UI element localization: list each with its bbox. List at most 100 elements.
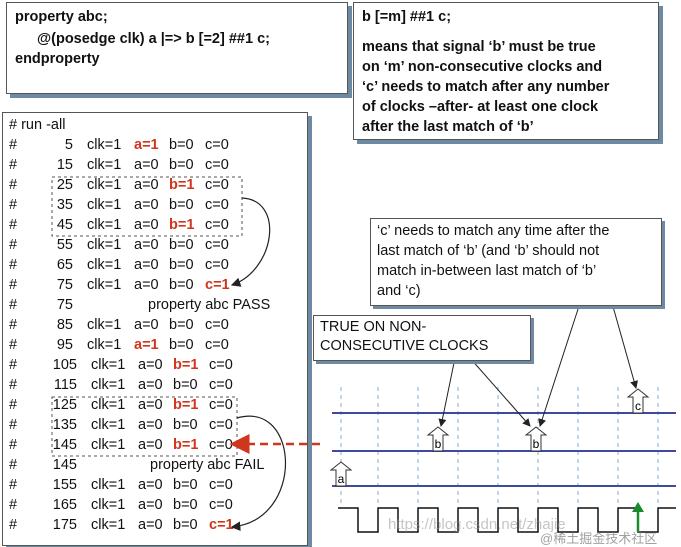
explanation-line-5: after the last match of ‘b’ [362, 119, 534, 135]
log-c: c=0 [205, 157, 229, 173]
log-a: a=1 [134, 137, 159, 153]
log-c: c=0 [209, 417, 233, 433]
pointer-true-b1 [438, 357, 456, 427]
log-time: 55 [56, 237, 73, 253]
log-b: b=0 [169, 257, 194, 273]
log-b: b=0 [169, 277, 194, 293]
log-time: 95 [56, 337, 73, 353]
log-hash: # [9, 357, 18, 373]
log-clk: clk=1 [87, 157, 122, 173]
log-hash: # [9, 237, 18, 253]
log-b: b=0 [169, 197, 194, 213]
note-true-line-2: CONSECUTIVE CLOCKS [320, 338, 489, 354]
curve-arrow-fail [230, 415, 286, 531]
log-b: b=0 [169, 137, 194, 153]
log-b: b=0 [169, 157, 194, 173]
log-hash: # [9, 197, 18, 213]
log-hash: # [9, 217, 18, 233]
log-time: 75 [56, 297, 73, 313]
log-a: a=0 [134, 257, 159, 273]
marker-a-label: a [338, 472, 345, 486]
log-b: b=1 [173, 357, 199, 373]
explanation-line-4: of clocks –after- at least one clock [362, 99, 599, 115]
log-hash: # [9, 437, 18, 453]
log-c: c=1 [205, 277, 230, 293]
log-message: property abc FAIL [150, 457, 265, 473]
marker-b2 [524, 426, 548, 452]
log-c: c=0 [209, 357, 233, 373]
log-time: 145 [52, 457, 77, 473]
group-box-pass [51, 176, 243, 237]
note-true-line-1: TRUE ON NON- [320, 319, 427, 335]
log-c: c=0 [209, 497, 233, 513]
marker-a [329, 461, 353, 487]
pointer-note-c [611, 302, 638, 389]
log-time: 125 [52, 397, 77, 413]
log-clk: clk=1 [91, 517, 126, 533]
log-a: a=0 [138, 377, 163, 393]
log-c: c=0 [209, 437, 233, 453]
log-hash: # [9, 417, 18, 433]
marker-c-label: c [635, 399, 641, 413]
note-true-non-consecutive: TRUE ON NON- CONSECUTIVE CLOCKS [313, 315, 531, 361]
log-a: a=0 [138, 517, 163, 533]
log-c: c=0 [205, 137, 229, 153]
c-match-edge-arrowhead [632, 502, 644, 512]
note-c-line-4: and ‘c) [377, 283, 421, 299]
log-clk: clk=1 [91, 377, 126, 393]
log-b: b=0 [173, 517, 198, 533]
log-c: c=0 [209, 397, 233, 413]
log-hash: # [9, 497, 18, 513]
explanation-line-1: means that signal ‘b’ must be true [362, 39, 596, 55]
log-header: # run -all [9, 117, 66, 133]
log-time: 135 [52, 417, 77, 433]
explanation-box: b [=m] ##1 c; means that signal ‘b’ must… [353, 2, 659, 140]
log-time: 145 [52, 437, 77, 453]
marker-c [626, 388, 650, 414]
log-hash: # [9, 297, 18, 313]
log-b: b=1 [173, 437, 199, 453]
clock-waveform [338, 507, 676, 533]
log-b: b=0 [169, 337, 194, 353]
log-hash: # [9, 477, 18, 493]
log-b: b=1 [169, 217, 195, 233]
log-clk: clk=1 [91, 477, 126, 493]
log-time: 165 [52, 497, 77, 513]
log-c: c=0 [209, 377, 233, 393]
log-c: c=0 [205, 217, 229, 233]
log-a: a=0 [134, 237, 159, 253]
log-time: 65 [56, 257, 73, 273]
property-line-1: property abc; [15, 9, 108, 25]
log-clk: clk=1 [91, 497, 126, 513]
log-hash: # [9, 377, 18, 393]
marker-b1-label: b [435, 437, 442, 451]
log-clk: clk=1 [87, 237, 122, 253]
log-time: 75 [56, 277, 73, 293]
log-b: b=0 [169, 317, 194, 333]
log-b: b=1 [173, 397, 199, 413]
marker-b1 [426, 426, 450, 452]
group-box-fail [51, 396, 238, 457]
log-clk: clk=1 [87, 197, 122, 213]
log-time: 45 [56, 217, 73, 233]
log-time: 115 [53, 377, 77, 393]
log-c: c=0 [205, 177, 229, 193]
log-time: 15 [56, 157, 73, 173]
property-line-2: @(posedge clk) a |=> b [=2] ##1 c; [37, 31, 270, 47]
log-clk: clk=1 [87, 337, 122, 353]
log-hash: # [9, 457, 18, 473]
log-a: a=0 [134, 217, 159, 233]
explanation-line-2: on ‘m’ non-consecutive clocks and [362, 59, 603, 75]
log-b: b=0 [173, 477, 198, 493]
log-clk: clk=1 [87, 177, 122, 193]
log-hash: # [9, 317, 18, 333]
log-b: b=0 [173, 377, 198, 393]
log-time: 85 [56, 317, 73, 333]
log-c: c=0 [205, 197, 229, 213]
log-hash: # [9, 337, 18, 353]
log-b: b=1 [169, 177, 195, 193]
log-a: a=0 [138, 417, 163, 433]
log-c: c=0 [205, 337, 229, 353]
note-c-match: ‘c’ needs to match any time after the la… [370, 218, 662, 306]
log-clk: clk=1 [87, 217, 122, 233]
